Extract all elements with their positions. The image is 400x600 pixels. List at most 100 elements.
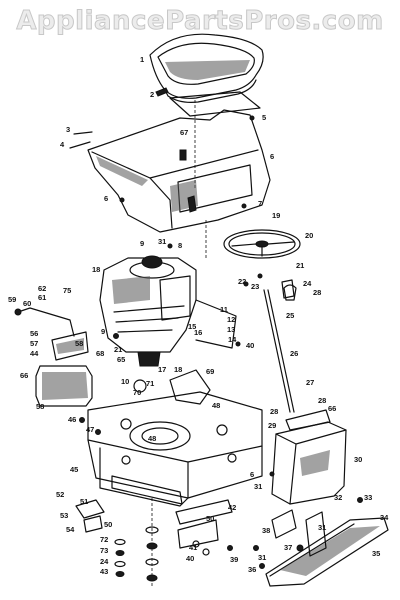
part-callout-3: 3 <box>66 125 70 134</box>
pedal-linkage-part <box>75 499 233 556</box>
part-callout-30: 30 <box>354 455 362 464</box>
hardware-stack-part <box>114 526 265 582</box>
part-callout-48: 48 <box>148 434 156 443</box>
part-callout-70: 70 <box>133 388 141 397</box>
part-callout-66: 66 <box>328 404 336 413</box>
part-callout-33: 33 <box>364 493 372 502</box>
part-callout-10: 10 <box>121 377 129 386</box>
part-callout-14: 14 <box>228 335 237 344</box>
part-callout-32: 32 <box>334 493 342 502</box>
part-callout-48: 48 <box>212 401 220 410</box>
part-callout-6: 6 <box>270 152 274 161</box>
part-callout-7: 7 <box>258 199 262 208</box>
part-callout-29: 29 <box>268 421 276 430</box>
part-callout-54: 54 <box>66 525 75 534</box>
part-callout-9: 9 <box>140 239 144 248</box>
front-pedestal-part <box>271 409 347 505</box>
part-callout-68: 68 <box>96 349 104 358</box>
part-callout-27: 27 <box>306 378 314 387</box>
hood-body-part <box>69 109 271 260</box>
part-callout-31: 31 <box>254 482 262 491</box>
part-callout-15: 15 <box>188 322 196 331</box>
part-callout-28: 28 <box>270 407 278 416</box>
part-callout-52: 52 <box>56 490 64 499</box>
part-callout-16: 16 <box>194 328 202 337</box>
part-callout-46: 46 <box>68 415 76 424</box>
part-callout-13: 13 <box>227 325 235 334</box>
part-callout-69: 69 <box>206 367 214 376</box>
part-callout-40: 40 <box>186 554 194 563</box>
part-callout-23: 23 <box>251 282 259 291</box>
part-callout-58: 58 <box>36 402 44 411</box>
engine-part <box>99 255 237 367</box>
part-callout-50: 50 <box>206 514 214 523</box>
part-callout-6: 6 <box>250 470 254 479</box>
part-callout-2: 2 <box>150 90 154 99</box>
part-callout-8: 8 <box>178 241 182 250</box>
part-callout-75: 75 <box>63 286 71 295</box>
part-callout-39: 39 <box>230 555 238 564</box>
part-callout-36: 36 <box>248 565 256 574</box>
part-callout-62: 62 <box>38 284 46 293</box>
part-callout-50: 50 <box>104 520 112 529</box>
part-callout-26: 26 <box>290 349 298 358</box>
part-callout-41: 41 <box>189 543 197 552</box>
part-callout-21: 21 <box>114 345 122 354</box>
part-callout-11: 11 <box>220 305 228 314</box>
front-axle-part <box>253 497 389 587</box>
part-callout-31: 31 <box>318 523 326 532</box>
part-callout-9: 9 <box>101 327 105 336</box>
part-callout-24: 24 <box>100 557 109 566</box>
part-callout-34: 34 <box>380 513 389 522</box>
part-callout-61: 61 <box>38 293 46 302</box>
part-callout-60: 60 <box>23 299 31 308</box>
part-callout-47: 47 <box>86 425 94 434</box>
part-callout-20: 20 <box>305 231 313 240</box>
part-callout-38: 38 <box>262 526 270 535</box>
part-callout-18: 18 <box>174 365 182 374</box>
part-callout-56: 56 <box>30 329 38 338</box>
part-callout-44: 44 <box>30 349 39 358</box>
part-callout-58: 58 <box>75 339 83 348</box>
part-callout-43: 43 <box>100 567 108 576</box>
part-callout-31: 31 <box>258 553 266 562</box>
part-callout-4: 4 <box>60 140 65 149</box>
steering-shaft-part <box>257 273 295 413</box>
part-callout-45: 45 <box>70 465 78 474</box>
fasteners-part <box>79 115 297 477</box>
part-callout-12: 12 <box>227 315 235 324</box>
part-callout-67: 67 <box>180 128 188 137</box>
part-callout-5: 5 <box>262 113 266 122</box>
part-callout-71: 71 <box>146 379 154 388</box>
part-callout-31: 31 <box>158 237 166 246</box>
part-callout-24: 24 <box>303 279 312 288</box>
part-callout-65: 65 <box>117 355 125 364</box>
part-callout-6: 6 <box>104 194 108 203</box>
part-callout-53: 53 <box>60 511 68 520</box>
part-callout-51: 51 <box>80 497 88 506</box>
steering-wheel-part <box>223 229 301 259</box>
part-callout-19: 19 <box>272 211 280 220</box>
part-callout-25: 25 <box>286 311 294 320</box>
part-callout-1: 1 <box>140 55 144 64</box>
part-callout-66: 66 <box>20 371 28 380</box>
part-callout-18: 18 <box>92 265 100 274</box>
part-callout-40: 40 <box>246 341 254 350</box>
part-callout-73: 73 <box>100 546 108 555</box>
part-callout-72: 72 <box>100 535 108 544</box>
part-callout-59: 59 <box>8 295 16 304</box>
part-callout-57: 57 <box>30 339 38 348</box>
seat-bracket-part <box>155 87 261 190</box>
part-callout-17: 17 <box>158 365 166 374</box>
part-callout-42: 42 <box>228 503 236 512</box>
part-callout-37: 37 <box>284 543 292 552</box>
part-callout-28: 28 <box>318 396 326 405</box>
part-callout-22: 22 <box>238 277 246 286</box>
part-callout-35: 35 <box>372 549 380 558</box>
part-callout-21: 21 <box>296 261 304 270</box>
muffler-part <box>14 307 93 407</box>
part-callout-28: 28 <box>313 288 321 297</box>
